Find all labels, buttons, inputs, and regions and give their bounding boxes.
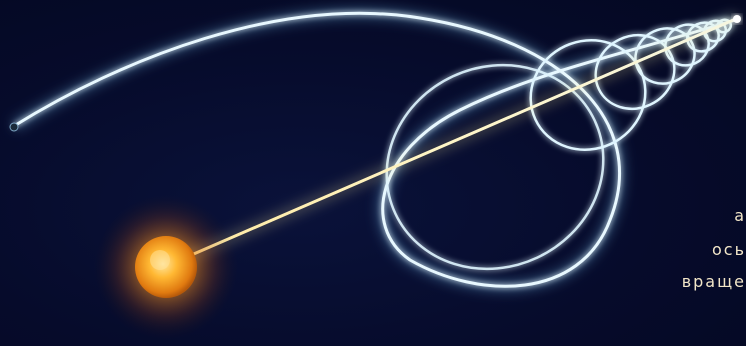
light-beam bbox=[166, 18, 738, 266]
caption-line-1: а bbox=[734, 207, 746, 225]
caption-line-2: ось bbox=[712, 241, 746, 259]
sun bbox=[94, 195, 238, 339]
convergence-point bbox=[733, 15, 741, 23]
caption-line-3: враще bbox=[682, 273, 746, 291]
planet bbox=[10, 123, 18, 131]
